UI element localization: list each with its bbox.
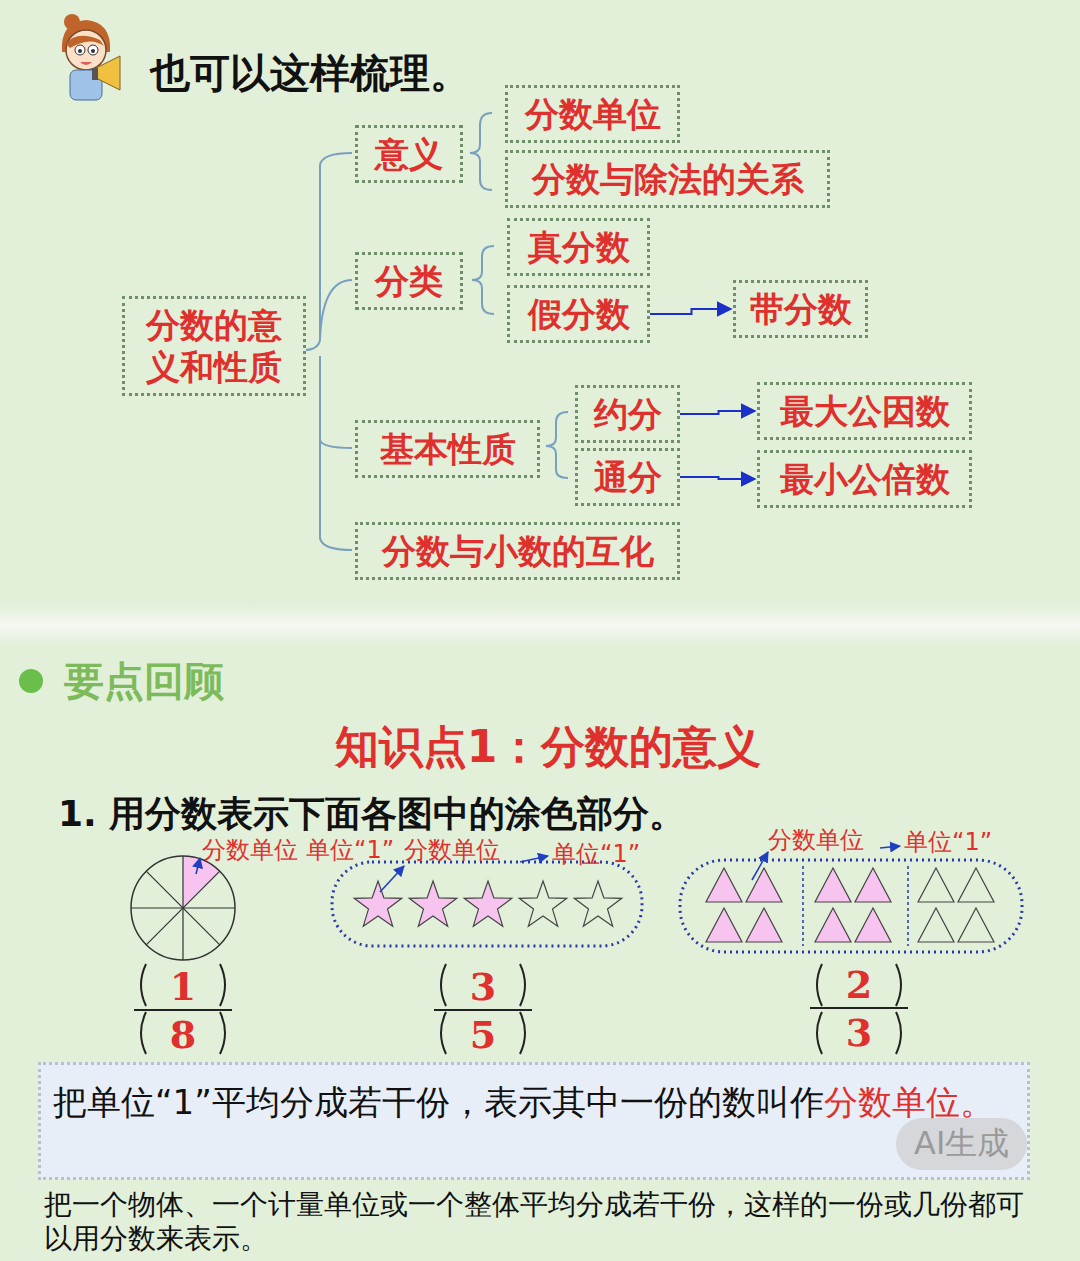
node-label: 通分	[594, 456, 662, 498]
callout-label: 单位“1”	[904, 826, 992, 858]
root-topic: 分数的意义和性质	[122, 296, 306, 396]
branch-box: 分类	[355, 252, 463, 310]
node-label: 基本性质	[380, 428, 516, 470]
leaf-box: 带分数	[733, 280, 868, 338]
arrow-connector	[650, 309, 731, 314]
node-label: 最小公倍数	[780, 458, 950, 500]
bullet-dot	[19, 669, 43, 693]
leaf-box: 真分数	[507, 218, 650, 276]
fraction-denominator: 3	[846, 1010, 872, 1055]
page-title: 也可以这样梳理。	[150, 46, 470, 101]
triangles-figure	[680, 860, 1022, 952]
callout-label: 分数单位	[202, 834, 298, 866]
node-label: 分数与小数的互化	[382, 530, 654, 572]
fraction-numerator: 3	[470, 964, 496, 1009]
fraction-numerator: 2	[846, 962, 872, 1007]
node-label: 带分数	[750, 288, 852, 330]
mascot-icon	[62, 14, 120, 100]
leaf-box: 最小公倍数	[757, 450, 972, 508]
stars-figure	[332, 862, 642, 946]
callout-label: 单位“1”	[552, 838, 640, 870]
separator-band	[0, 604, 1080, 646]
leaf-box: 约分	[575, 385, 680, 443]
blank-parentheses	[141, 964, 901, 1054]
fraction-denominator: 8	[170, 1012, 196, 1057]
circle-figure	[131, 856, 235, 960]
node-label: 分类	[375, 260, 443, 302]
leaf-box: 分数单位	[505, 85, 680, 143]
branch-box: 意义	[355, 125, 463, 183]
leaf-box: 分数与除法的关系	[505, 150, 830, 208]
arrow-connector	[680, 411, 755, 414]
background-definition: 把一个物体、一个计量单位或一个整体平均分成若干份，这样的一份或几份都可以用分数来…	[44, 1188, 1034, 1256]
node-label: 真分数	[528, 226, 630, 268]
branch-box: 分数与小数的互化	[355, 522, 680, 580]
leaf-box: 通分	[575, 448, 680, 506]
key-term: 分数单位。	[824, 1082, 994, 1122]
question-text: 1. 用分数表示下面各图中的涂色部分。	[58, 790, 685, 839]
callout-label: 单位“1”	[306, 834, 394, 866]
arrow-connector	[680, 477, 755, 479]
fraction-numerator: 1	[170, 964, 196, 1009]
node-label: 最大公因数	[780, 390, 950, 432]
leaf-box: 最大公因数	[757, 382, 972, 440]
watermark: AI生成	[896, 1118, 1027, 1170]
definition-popup: 把单位“1”平均分成若干份，表示其中一份的数叫作分数单位。	[38, 1062, 1030, 1180]
branch-box: 基本性质	[355, 420, 540, 478]
node-label: 约分	[594, 393, 662, 435]
node-label: 假分数	[528, 293, 630, 335]
node-label: 分数单位	[525, 93, 661, 135]
node-label: 分数的意义和性质	[137, 304, 291, 388]
callout-label: 分数单位	[768, 824, 864, 856]
knowledge-heading: 知识点1：分数的意义	[335, 718, 762, 777]
leaf-box: 假分数	[507, 285, 650, 343]
definition-text: 把单位“1”平均分成若干份，表示其中一份的数叫作	[53, 1082, 824, 1122]
section-heading: 要点回顾	[64, 654, 224, 709]
node-label: 分数与除法的关系	[532, 158, 804, 200]
callout-label: 分数单位	[404, 834, 500, 866]
node-label: 意义	[375, 133, 443, 175]
fraction-bar	[134, 1008, 908, 1010]
fraction-denominator: 5	[470, 1012, 496, 1057]
